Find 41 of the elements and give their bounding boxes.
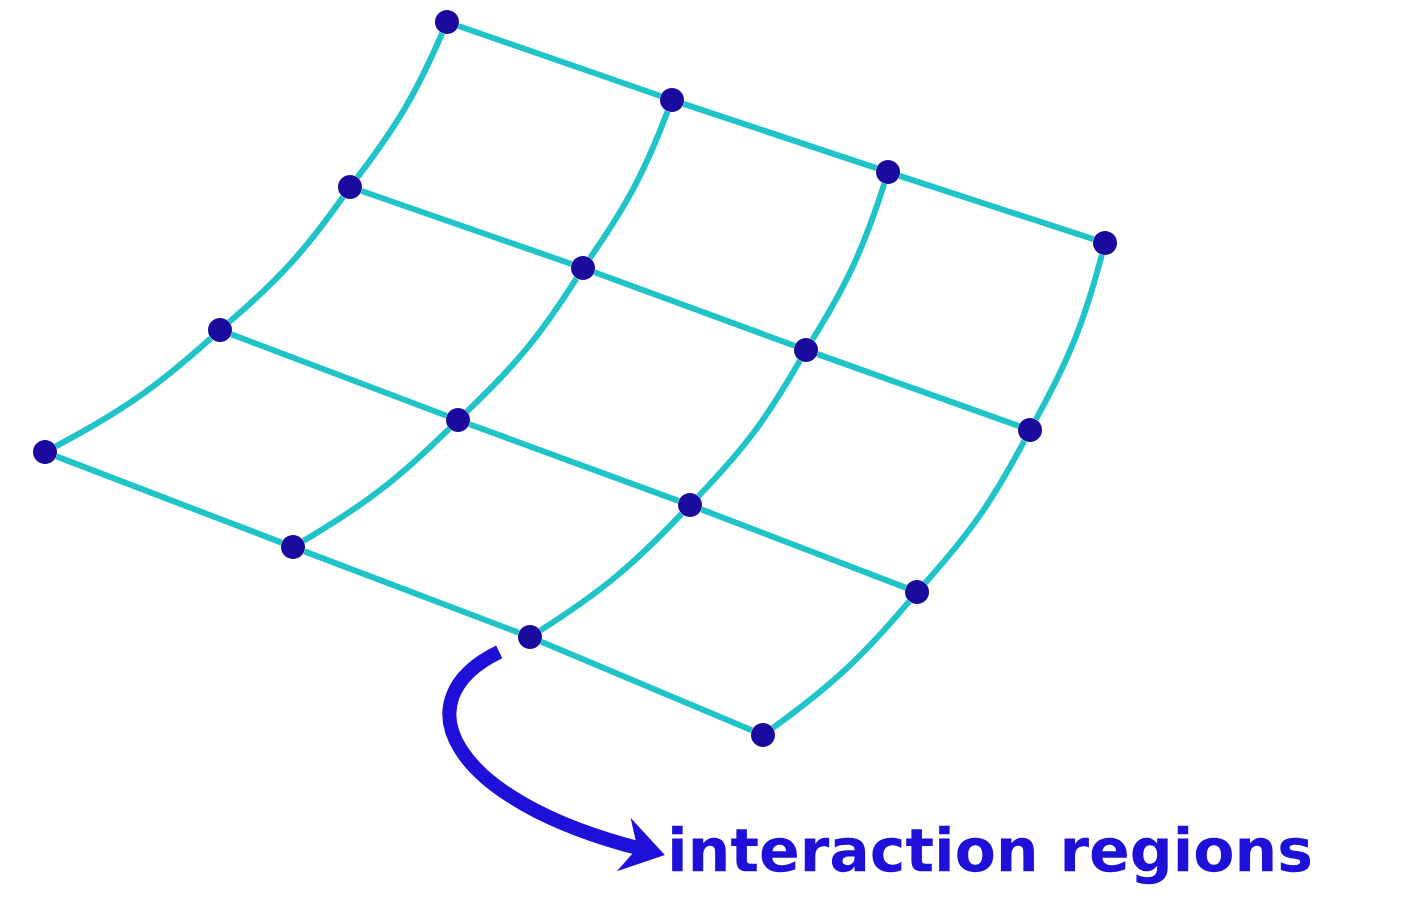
grid-line <box>360 188 573 267</box>
grid-point <box>281 535 305 559</box>
grid-point <box>678 493 702 517</box>
grid-line <box>809 182 888 342</box>
grid-line <box>1033 254 1105 421</box>
grid-point <box>33 440 57 464</box>
grid-point <box>794 338 818 362</box>
grid-line <box>303 548 520 636</box>
grid-line <box>457 23 662 99</box>
grid-line <box>54 335 213 449</box>
grid-line <box>771 599 912 731</box>
grid-line <box>230 331 448 419</box>
grid-line <box>55 453 283 546</box>
grid-point <box>208 318 232 342</box>
grid-line <box>468 421 680 504</box>
grid-point <box>905 580 929 604</box>
grid-line <box>227 195 346 325</box>
grid-line <box>700 506 907 591</box>
grid-line <box>540 638 753 734</box>
grid-line <box>922 439 1027 585</box>
grid-point <box>338 175 362 199</box>
grid-point <box>751 723 775 747</box>
grid-point <box>660 88 684 112</box>
grid-line <box>593 269 796 349</box>
grid-line <box>355 31 445 180</box>
grid-point <box>446 408 470 432</box>
grid-point <box>1093 231 1117 255</box>
grid-point <box>518 625 542 649</box>
grid-line <box>587 110 671 260</box>
region-label: interaction regions <box>672 825 1311 885</box>
grid-line <box>816 351 1020 429</box>
grid-point <box>1018 418 1042 442</box>
grid-point <box>876 160 900 184</box>
grid-line <box>682 101 878 171</box>
grid-line <box>301 426 452 544</box>
grid-line <box>696 359 803 499</box>
grid-line <box>464 276 579 414</box>
grid-line <box>898 172 1095 243</box>
grid-line <box>538 511 684 633</box>
grid-point <box>435 10 459 34</box>
grid-point <box>571 256 595 280</box>
